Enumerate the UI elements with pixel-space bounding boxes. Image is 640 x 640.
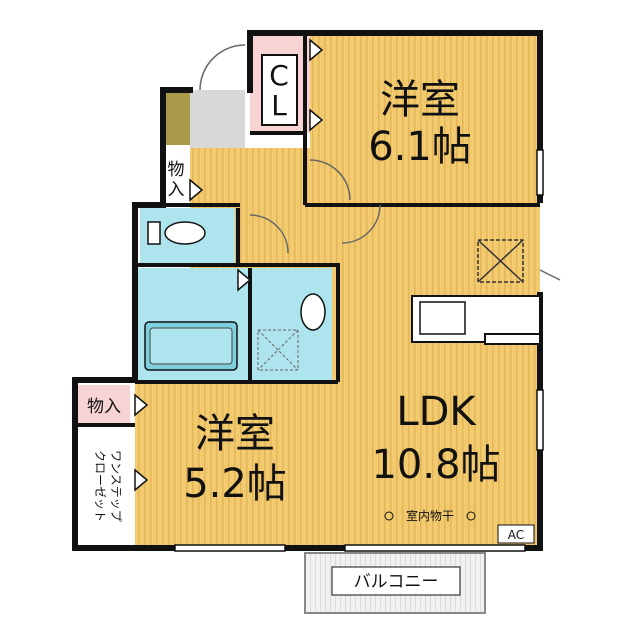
washing-machine-spot [257,329,299,371]
walkin-label-2: クローゼット [93,450,107,522]
washbasin [300,293,326,331]
closet-cl-box [261,54,298,126]
walkin-closet [78,428,130,545]
closet-label-c: C [269,59,289,92]
room-western-5-floor [135,382,340,545]
balcony-label: バルコニー [354,572,439,592]
shoe-cabinet [163,90,190,145]
room-western-6-name: 洋室 [380,77,460,123]
storage-left-label: 物入 [87,397,121,417]
range-hood [477,239,524,283]
room-ldk-name: LDK [396,389,477,435]
ac-label: AC [508,528,524,542]
interior-walls [75,33,540,427]
room-western-6-floor [310,33,540,205]
kitchen-counter [411,295,541,345]
room-western-5-size: 5.2帖 [183,461,287,507]
walls [72,30,543,551]
door-arcs [199,44,561,281]
door-triangles [134,38,324,492]
storage-top [163,150,190,205]
bathtub-inner [149,327,233,365]
drying-right-icon [466,511,476,521]
room-ldk-size: 10.8帖 [371,442,500,488]
windows [174,149,544,552]
drying-left-icon [384,511,394,521]
storage-top-label-1: 物 [168,160,185,180]
walkin-label-1: ワンステップ [109,450,123,522]
closet-label-l: L [271,89,287,122]
ac-box [497,524,535,544]
room-ldk-floor [340,205,540,545]
storage-left [78,385,130,425]
toilet-fixture [147,221,206,245]
room-western-6-size: 6.1帖 [368,124,472,170]
entrance-floor [190,90,245,148]
indoor-drying-label: 室内物干 [406,508,454,523]
storage-top-label-2: 入 [168,180,185,200]
balcony-label-box [331,566,461,596]
room-western-5-name: 洋室 [195,411,275,457]
